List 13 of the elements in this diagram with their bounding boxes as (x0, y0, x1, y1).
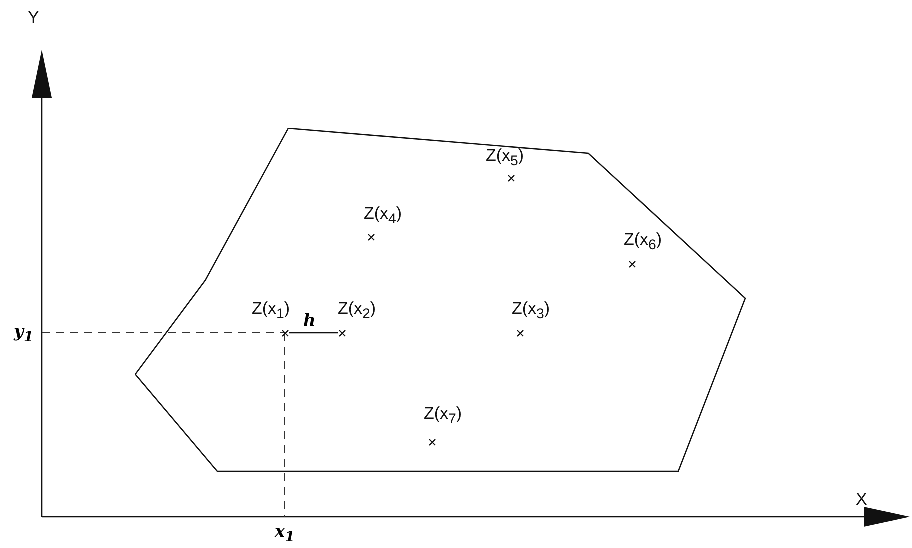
point-label: Z(x$_{4}$) (364, 204, 402, 230)
edge-label: h (304, 311, 316, 331)
axis-label: X (856, 490, 868, 510)
coordinate-label: y$_{1}$ (14, 322, 34, 348)
point-label: Z(x$_{5}$) (486, 146, 524, 172)
point-label: Z(x$_{3}$) (512, 299, 550, 324)
axis-label: Y (28, 8, 40, 28)
coordinate-label: x$_{1}$ (275, 522, 295, 548)
point-label: Z(x$_{6}$) (624, 230, 662, 256)
distance-line (289, 332, 338, 334)
point-label: Z(x$_{7}$) (424, 404, 462, 430)
point-label: Z(x$_{2}$) (338, 299, 376, 324)
point-label: Z(x$_{1}$) (252, 299, 290, 324)
